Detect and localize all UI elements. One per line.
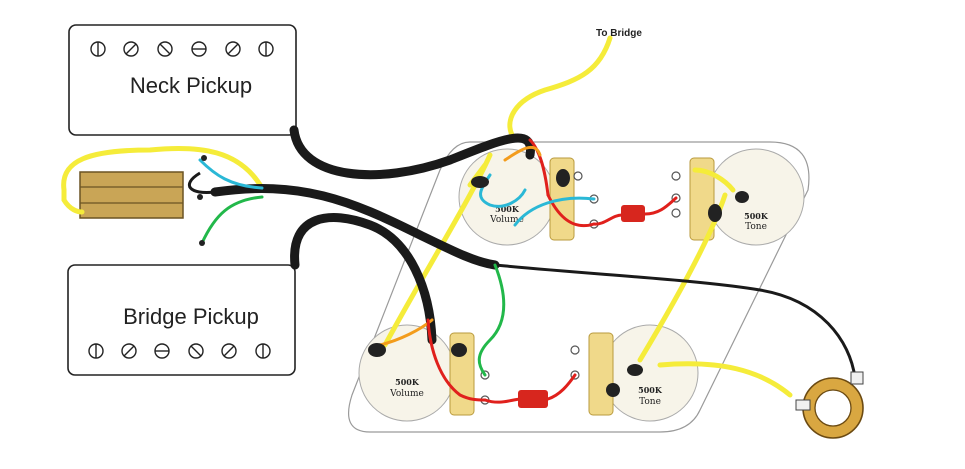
neck-pickup-pole-screws [90, 41, 274, 57]
output-jack [795, 371, 864, 439]
to-bridge-label: To Bridge [596, 28, 642, 39]
neck-volume-value: 500K [495, 204, 520, 214]
bridge-tone-pot: 500K Tone [601, 324, 699, 422]
pot-wires [378, 138, 678, 404]
bridge-tone-value: 500K [638, 385, 663, 395]
pot-lugs [449, 157, 715, 416]
neck-tone-value: 500K [744, 211, 769, 221]
bridge-volume-name: Volume [389, 389, 424, 399]
bridge-pickup: Bridge Pickup [67, 264, 296, 376]
solder-joints [197, 155, 749, 397]
bridge-tone-name: Tone [639, 397, 661, 407]
neck-tone-name: Tone [745, 222, 767, 232]
pickup-selector-switch [79, 171, 184, 219]
bridge-pickup-label: Bridge Pickup [123, 304, 259, 329]
bridge-volume-value: 500K [395, 377, 420, 387]
neck-volume-name: Volume [489, 215, 524, 225]
black-ground-wire [187, 171, 857, 379]
black-cables [210, 125, 535, 345]
lug-terminals [480, 171, 681, 405]
bridge-pickup-pole-screws [88, 343, 271, 359]
bridge-tone-capacitor [518, 390, 548, 408]
neck-tone-capacitor [621, 205, 645, 222]
neck-pickup: Neck Pickup [68, 24, 297, 136]
switch-color-wires [198, 158, 264, 245]
neck-pickup-label: Neck Pickup [130, 73, 252, 98]
